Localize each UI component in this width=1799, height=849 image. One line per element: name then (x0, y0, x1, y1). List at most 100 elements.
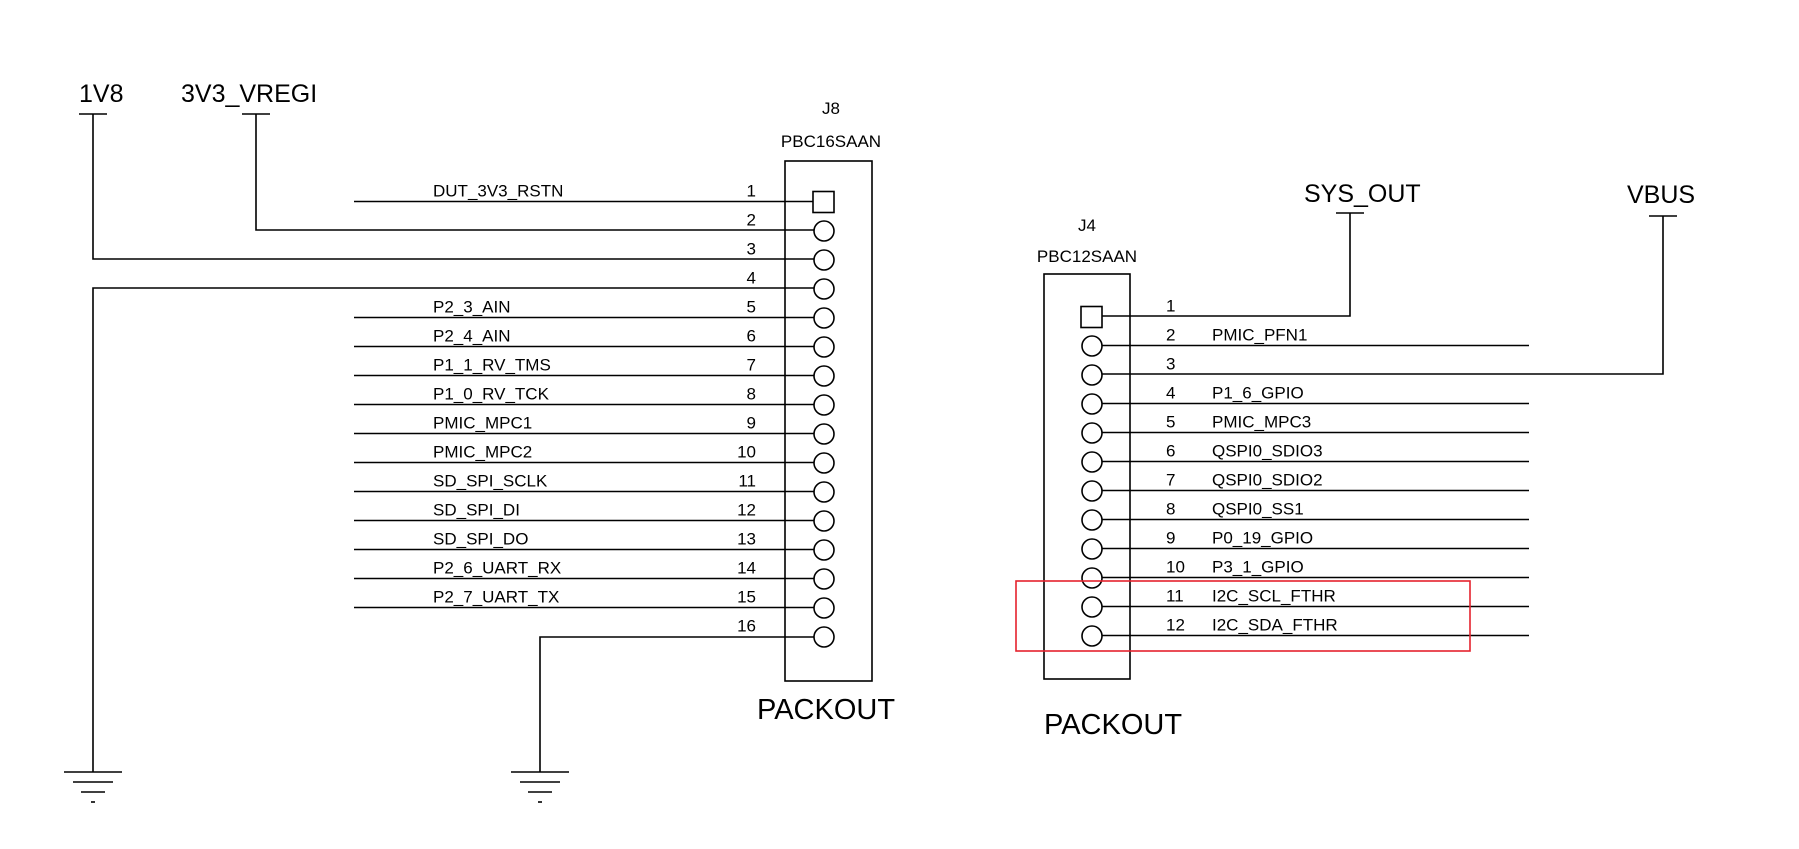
pin-circle-icon (813, 510, 835, 532)
net-label: PMIC_MPC1 (433, 414, 532, 433)
pin-circle-icon (813, 220, 835, 242)
pin-number: 5 (747, 298, 756, 317)
net-label: P3_1_GPIO (1212, 558, 1304, 577)
net-label: SD_SPI_DO (433, 530, 528, 549)
pin-circle-icon (813, 481, 835, 503)
pin-number: 4 (747, 269, 756, 288)
pin-number: 11 (1166, 587, 1184, 606)
connector-footer-j8: PACKOUT (757, 694, 895, 726)
pin-circle-icon (813, 568, 835, 590)
highlight-box-i2c (1015, 580, 1471, 652)
connector-body-j4 (1043, 273, 1131, 680)
pin-j4-9: 9 P0_19_GPIO (1081, 529, 1529, 560)
connector-body-j8 (784, 160, 873, 682)
pin-number: 8 (1166, 500, 1175, 519)
pin-j8-2: 2 (747, 211, 835, 242)
net-label: QSPI0_SS1 (1212, 500, 1304, 519)
pin-j4-12: 12 I2C_SDA_FTHR (1081, 616, 1529, 647)
pin-circle-icon (1081, 596, 1103, 618)
pin-number: 5 (1166, 413, 1175, 432)
pin-circle-icon (813, 626, 835, 648)
pin-number: 7 (1166, 471, 1175, 490)
net-label: SD_SPI_SCLK (433, 472, 548, 491)
power-symbol-sys-out: SYS_OUT (1102, 180, 1421, 317)
pin-circle-icon (1081, 538, 1103, 560)
pin-j8-3: 3 (747, 240, 835, 271)
power-label-sys-out: SYS_OUT (1304, 180, 1421, 208)
wire-3v3-to-j8-pin2 (255, 114, 814, 231)
pin-square-icon (812, 190, 835, 214)
net-label: QSPI0_SDIO2 (1212, 471, 1323, 490)
power-label-1v8: 1V8 (79, 80, 123, 108)
pin-j4-10: 10 P3_1_GPIO (1081, 558, 1529, 589)
pin-j8-16: 16 (737, 617, 835, 648)
pin-circle-icon (813, 597, 835, 619)
net-label: I2C_SCL_FTHR (1212, 587, 1336, 606)
pin-circle-icon (813, 249, 835, 271)
pin-circle-icon (1081, 393, 1103, 415)
power-label-3v3-vregi: 3V3_VREGI (181, 80, 317, 108)
power-label-vbus: VBUS (1627, 181, 1695, 209)
wire-gnd-to-j8-pin4 (92, 287, 814, 772)
net-label: P2_4_AIN (433, 327, 511, 346)
pin-number: 6 (747, 327, 756, 346)
pin-number: 12 (737, 501, 756, 520)
pin-j8-7: 7 P1_1_RV_TMS (354, 356, 835, 387)
wire-gnd-to-j8-pin16 (539, 636, 814, 772)
pin-circle-icon (1081, 451, 1103, 473)
power-symbol-3v3-vregi: 3V3_VREGI (181, 80, 814, 231)
net-label: PMIC_PFN1 (1212, 326, 1307, 345)
net-label: P2_7_UART_TX (433, 588, 559, 607)
pin-j8-12: 12 SD_SPI_DI (354, 501, 835, 532)
pin-number: 12 (1166, 616, 1185, 635)
net-label: P2_6_UART_RX (433, 559, 561, 578)
wire-vbus-to-j4-pin3 (1102, 216, 1664, 375)
pin-circle-icon (1081, 625, 1103, 647)
pin-number: 10 (1166, 558, 1185, 577)
power-symbol-vbus: VBUS (1102, 181, 1695, 375)
pin-j4-11: 11 I2C_SCL_FTHR (1081, 587, 1529, 618)
pin-circle-icon (813, 539, 835, 561)
pin-j4-1: 1 (1080, 297, 1175, 329)
pin-number: 7 (747, 356, 756, 375)
pin-circle-icon (1081, 335, 1103, 357)
net-label: P1_1_RV_TMS (433, 356, 551, 375)
net-label: P1_0_RV_TCK (433, 385, 550, 404)
pin-list-j8: 1DUT_3V3_RSTN2345P2_3_AIN6P2_4_AIN7P1_1_… (354, 182, 835, 648)
net-label: P0_19_GPIO (1212, 529, 1313, 548)
pin-circle-icon (813, 307, 835, 329)
pin-number: 8 (747, 385, 756, 404)
pin-j8-8: 8 P1_0_RV_TCK (354, 385, 835, 416)
connector-part-j8: PBC16SAAN (781, 132, 881, 151)
pin-j8-9: 9 PMIC_MPC1 (354, 414, 835, 445)
wire-1v8-to-j8-pin3 (92, 114, 814, 260)
pin-square-icon (1080, 305, 1103, 329)
connector-footer-j4: PACKOUT (1044, 709, 1182, 741)
net-label: I2C_SDA_FTHR (1212, 616, 1338, 635)
pin-number: 9 (747, 414, 756, 433)
pin-j4-3: 3 (1081, 355, 1175, 386)
pin-number: 2 (747, 211, 756, 230)
pin-j8-6: 6 P2_4_AIN (354, 327, 835, 358)
wire-sys-out-to-j4-pin1 (1102, 213, 1351, 317)
pin-number: 2 (1166, 326, 1175, 345)
pin-j4-5: 5 PMIC_MPC3 (1081, 413, 1529, 444)
net-label: SD_SPI_DI (433, 501, 520, 520)
pin-j8-5: 5P2_3_AIN (354, 298, 835, 329)
pin-circle-icon (1081, 422, 1103, 444)
pin-number: 13 (737, 530, 756, 549)
pin-number: 1 (747, 182, 756, 201)
pin-circle-icon (813, 452, 835, 474)
net-label: PMIC_MPC3 (1212, 413, 1311, 432)
pin-circle-icon (813, 423, 835, 445)
net-label: P1_6_GPIO (1212, 384, 1304, 403)
pin-circle-icon (1081, 509, 1103, 531)
pin-number: 9 (1166, 529, 1175, 548)
